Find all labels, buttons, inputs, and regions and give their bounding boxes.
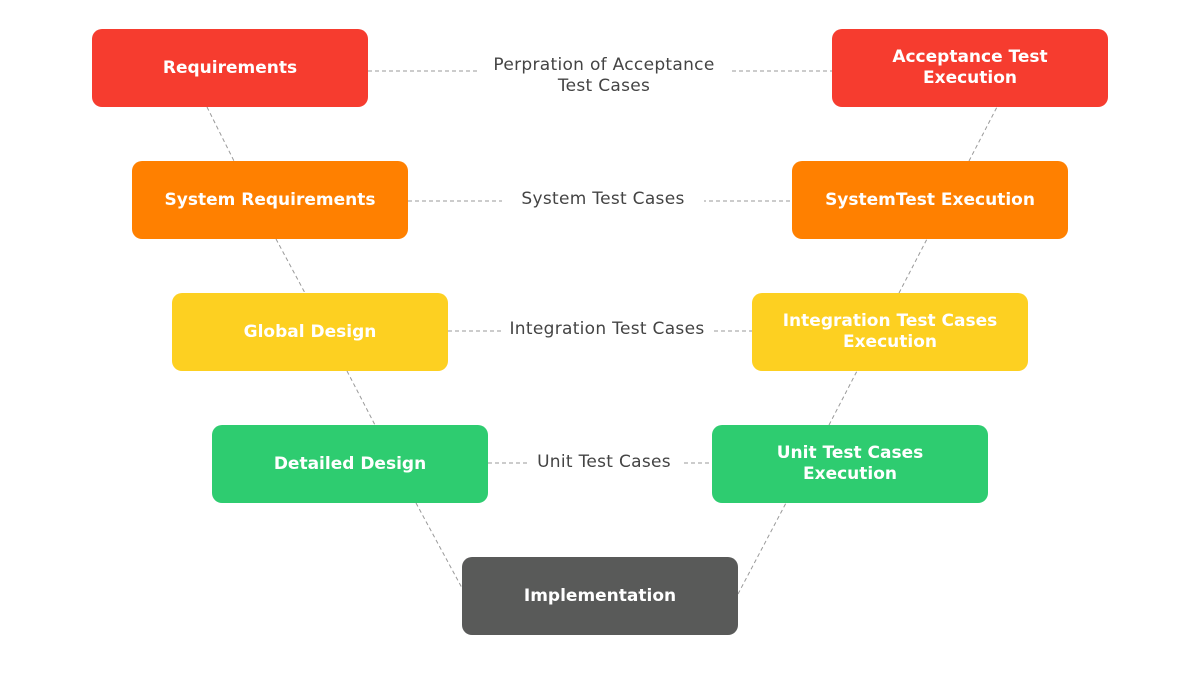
edge-implementation-to-unit-execution bbox=[737, 502, 787, 595]
box-implementation: Implementation bbox=[462, 557, 738, 635]
box-integration-test-execution: Integration Test Cases Execution bbox=[752, 293, 1028, 371]
edge-global-design-to-detailed-design bbox=[346, 370, 376, 426]
box-system-requirements: System Requirements bbox=[132, 161, 408, 239]
edge-unit-to-integration-execution bbox=[828, 370, 858, 426]
label-unit-test-cases: Unit Test Cases bbox=[527, 452, 681, 473]
label-integration-test-cases: Integration Test Cases bbox=[501, 319, 713, 340]
box-acceptance-test-execution: Acceptance Test Execution bbox=[832, 29, 1108, 107]
box-unit-test-execution: Unit Test Cases Execution bbox=[712, 425, 988, 503]
label-acceptance-test-cases: Perpration of Acceptance Test Cases bbox=[478, 55, 730, 97]
edge-system-to-acceptance-execution bbox=[968, 106, 998, 162]
box-system-test-execution: SystemTest Execution bbox=[792, 161, 1068, 239]
box-global-design: Global Design bbox=[172, 293, 448, 371]
edge-system-requirements-to-global-design bbox=[275, 238, 306, 294]
label-system-test-cases: System Test Cases bbox=[502, 189, 704, 210]
box-detailed-design: Detailed Design bbox=[212, 425, 488, 503]
edge-integration-to-system-execution bbox=[898, 238, 928, 294]
edge-detailed-design-to-implementation bbox=[415, 502, 463, 589]
edge-requirements-to-system-requirements bbox=[206, 106, 235, 162]
box-requirements: Requirements bbox=[92, 29, 368, 107]
